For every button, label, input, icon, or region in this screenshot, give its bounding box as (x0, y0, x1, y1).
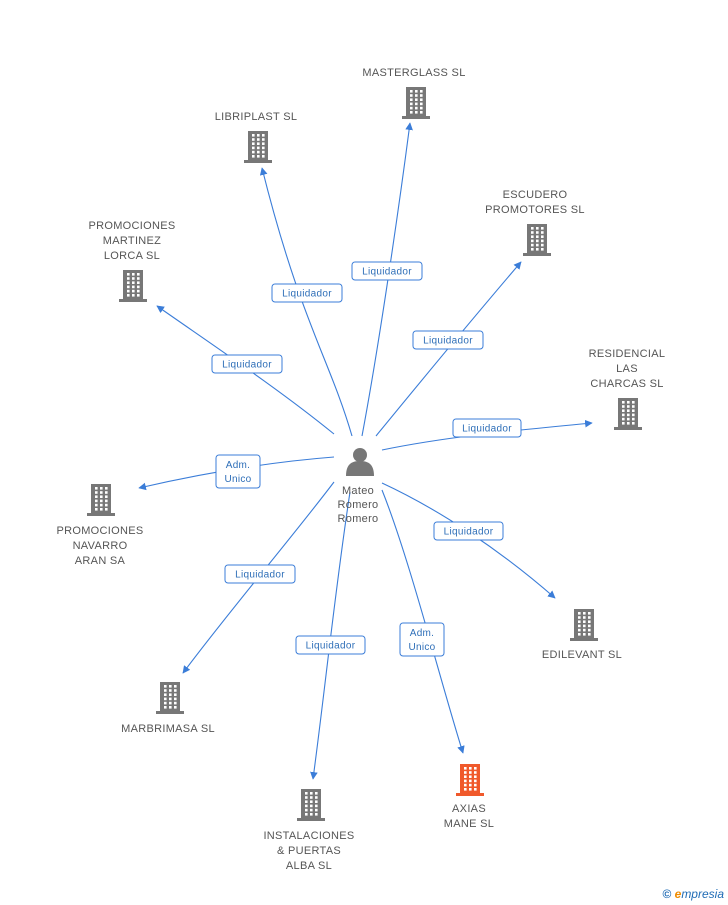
edge-label-residencial: Liquidador (452, 418, 522, 438)
brand-name: mpresia (681, 887, 724, 901)
edge-label-promo-martinez: Liquidador (211, 354, 283, 374)
edge-label-text: Adm. (410, 628, 435, 639)
building-icon[interactable] (402, 87, 430, 119)
company-node-masterglass[interactable]: MASTERGLASS SL (362, 67, 465, 119)
edge-axias (381, 489, 465, 754)
building-icon[interactable] (614, 398, 642, 430)
company-name[interactable]: ARAN SA (75, 555, 126, 567)
brand-initial: e (674, 887, 682, 901)
edge-label-box (399, 622, 445, 657)
company-node-escudero[interactable]: ESCUDERO PROMOTORES SL (485, 189, 585, 256)
company-name[interactable]: MASTERGLASS SL (362, 67, 465, 79)
company-node-marbrimasa[interactable]: MARBRIMASA SL (121, 682, 215, 735)
edge-label-instalaciones: Liquidador (295, 635, 366, 655)
company-name[interactable]: INSTALACIONES (263, 830, 354, 842)
building-icon[interactable] (456, 764, 484, 796)
building-icon[interactable] (244, 131, 272, 163)
company-name[interactable]: PROMOTORES SL (485, 204, 585, 216)
company-node-promo-navarro[interactable]: PROMOCIONES NAVARRO ARAN SA (56, 484, 143, 567)
building-icon[interactable] (297, 789, 325, 821)
company-name[interactable]: PROMOCIONES (56, 525, 143, 537)
company-name[interactable]: EDILEVANT SL (542, 649, 622, 661)
edge-label-box (412, 330, 484, 350)
edge-label-edilevant: Liquidador (433, 521, 504, 541)
edge-label-box (224, 564, 296, 584)
company-node-edilevant[interactable]: EDILEVANT SL (542, 609, 622, 661)
edge-label-escudero: Liquidador (412, 330, 484, 350)
building-icon[interactable] (156, 682, 184, 714)
company-node-residencial[interactable]: RESIDENCIAL LAS CHARCAS SL (589, 348, 666, 430)
company-name[interactable]: MANE SL (444, 818, 494, 830)
edge-label-box (215, 454, 261, 489)
edge-label-text: Liquidador (444, 527, 494, 538)
edge-label-box (271, 283, 343, 303)
company-name[interactable]: NAVARRO (73, 540, 128, 552)
building-icon[interactable] (119, 270, 147, 302)
building-icon[interactable] (570, 609, 598, 641)
company-name[interactable]: LIBRIPLAST SL (215, 111, 298, 123)
nodes-layer: MASTERGLASS SL LIBRIPLAST SL ESCUDERO PROMO… (56, 67, 665, 872)
company-name[interactable]: MARTINEZ (103, 235, 161, 247)
company-name[interactable]: ALBA SL (286, 860, 332, 872)
company-name[interactable]: LORCA SL (104, 250, 160, 262)
edge-label-text: Liquidador (462, 424, 512, 435)
edge-label-promo-navarro: Adm. Unico (215, 454, 261, 489)
person-name[interactable]: Romero (338, 499, 379, 511)
edge-label-text: Liquidador (282, 289, 332, 300)
company-name[interactable]: RESIDENCIAL (589, 348, 666, 360)
edge-label-text: Liquidador (235, 570, 285, 581)
company-node-promo-martinez[interactable]: PROMOCIONES MARTINEZ LORCA SL (88, 220, 175, 302)
company-name[interactable]: & PUERTAS (277, 845, 341, 857)
company-node-libriplast[interactable]: LIBRIPLAST SL (215, 111, 298, 163)
edge-label-libriplast: Liquidador (271, 283, 343, 303)
edge-label-box (211, 354, 283, 374)
edge-label-text: Unico (224, 474, 251, 485)
copyright-footer: © empresia (662, 887, 724, 901)
company-node-instalaciones[interactable]: INSTALACIONES & PUERTAS ALBA SL (263, 789, 354, 872)
edge-label-masterglass: Liquidador (351, 261, 423, 281)
copyright-icon: © (662, 887, 672, 901)
edge-label-text: Liquidador (423, 336, 473, 347)
person-name[interactable]: Romero (338, 513, 379, 525)
edge-label-text: Liquidador (362, 267, 412, 278)
building-icon[interactable] (523, 224, 551, 256)
edge-label-box (295, 635, 366, 655)
company-name[interactable]: ESCUDERO (503, 189, 568, 201)
edge-libriplast (259, 167, 353, 437)
edge-label-axias: Adm. Unico (399, 622, 445, 657)
company-name[interactable]: MARBRIMASA SL (121, 723, 215, 735)
edge-label-text: Liquidador (222, 360, 272, 371)
edge-label-text: Unico (408, 642, 435, 653)
company-name[interactable]: CHARCAS SL (590, 378, 663, 390)
edge-label-marbrimasa: Liquidador (224, 564, 296, 584)
company-name[interactable]: LAS (616, 363, 638, 375)
edge-label-text: Adm. (226, 460, 251, 471)
edge-label-box (433, 521, 504, 541)
person-name[interactable]: Mateo (342, 485, 374, 497)
edge-label-box (452, 418, 522, 438)
edge-label-text: Liquidador (306, 641, 356, 652)
company-name[interactable]: PROMOCIONES (88, 220, 175, 232)
person-icon[interactable] (346, 448, 374, 476)
company-name[interactable]: AXIAS (452, 803, 486, 815)
building-icon[interactable] (87, 484, 115, 516)
edge-label-box (351, 261, 423, 281)
edge-labels-layer: LiquidadorLiquidadorLiquidadorLiquidador… (211, 261, 522, 657)
company-node-axias[interactable]: AXIAS MANE SL (444, 764, 494, 830)
